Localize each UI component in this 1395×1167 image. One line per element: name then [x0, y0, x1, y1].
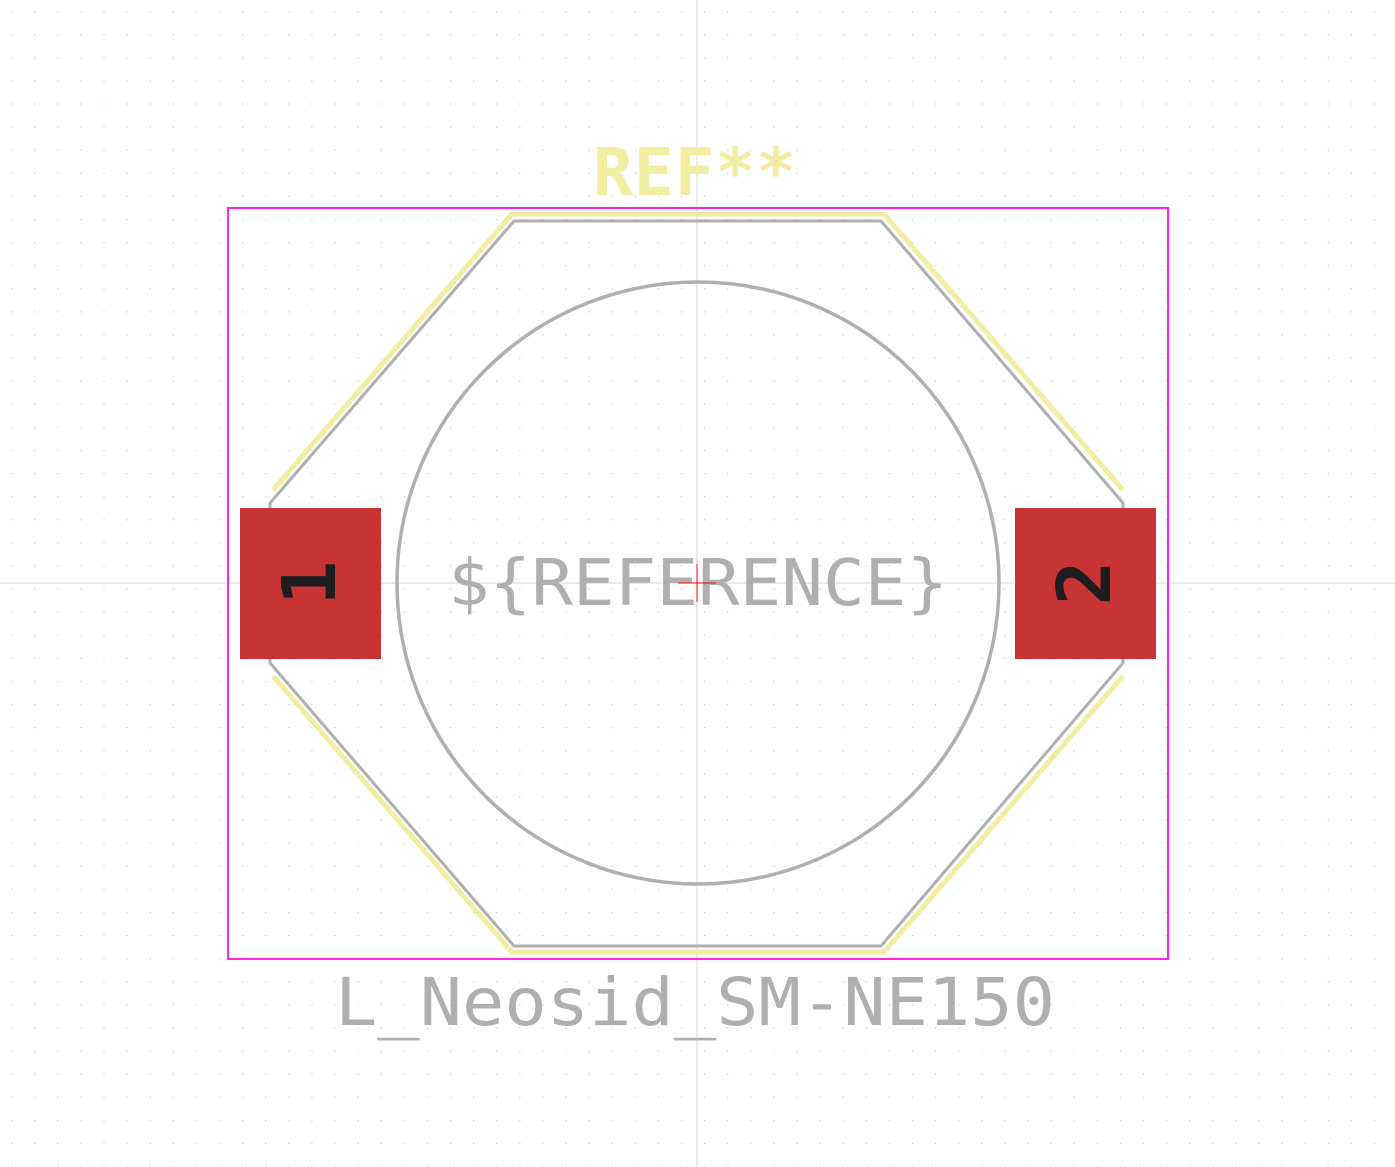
silkscreen-reference-text[interactable]: REF** [593, 134, 797, 211]
pad-2-number: 2 [1042, 561, 1128, 606]
fab-reference-text[interactable]: ${REFERENCE} [448, 547, 948, 621]
origin-marker [678, 564, 716, 602]
silkscreen-outline-bottom[interactable] [271, 674, 1125, 955]
courtyard-outline[interactable] [227, 207, 1169, 960]
pad-2[interactable]: 2 [1015, 508, 1156, 659]
footprint-value-text[interactable]: L_Neosid_SM-NE150 [335, 964, 1055, 1041]
pad-2-copper[interactable] [1015, 508, 1156, 659]
silkscreen-outline-top[interactable] [271, 211, 1125, 492]
pad-1-number: 1 [267, 561, 353, 606]
pad-1[interactable]: 1 [240, 508, 381, 659]
pad-1-copper[interactable] [240, 508, 381, 659]
fab-body-circle[interactable] [395, 280, 1001, 886]
